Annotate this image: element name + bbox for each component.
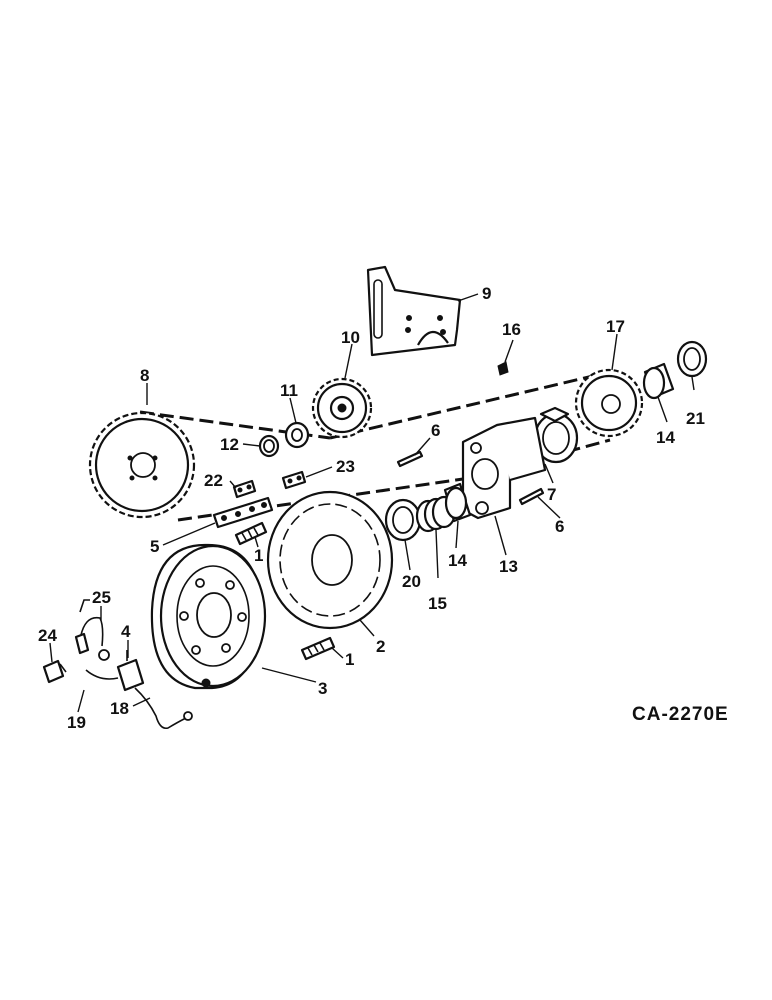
callout-8: 8	[140, 366, 149, 385]
roll-pins	[396, 450, 545, 506]
wire-leads	[74, 599, 119, 680]
callout-14-center: 14	[448, 551, 467, 570]
callout-23: 23	[336, 457, 355, 476]
callout-14-right: 14	[656, 428, 675, 447]
chain-link-23	[281, 470, 307, 490]
bearing-housing	[461, 416, 547, 520]
large-sprocket	[88, 411, 196, 519]
hub	[284, 421, 310, 449]
callout-17: 17	[606, 317, 625, 336]
callout-13: 13	[499, 557, 518, 576]
callout-12: 12	[220, 435, 239, 454]
callout-24: 24	[38, 626, 57, 645]
brake-drum	[150, 543, 267, 690]
callout-10: 10	[341, 328, 360, 347]
callout-labels: 8 9 10 11 12 16 17 6 7 22 23 5 1 2 1 3 1…	[38, 284, 705, 732]
snap-ring	[258, 434, 280, 458]
chain-segment	[212, 496, 274, 529]
clamp-collar	[533, 406, 579, 464]
callout-6-upper: 6	[431, 421, 440, 440]
connector	[42, 659, 67, 684]
center-washer	[384, 498, 422, 542]
sensor-switch	[116, 650, 193, 730]
callout-19: 19	[67, 713, 86, 732]
callout-22: 22	[204, 471, 223, 490]
mounting-bracket	[366, 265, 462, 357]
callout-9: 9	[482, 284, 491, 303]
callout-16: 16	[502, 320, 521, 339]
bushing-center	[443, 482, 472, 523]
callout-2: 2	[376, 637, 385, 656]
leader-lines	[49, 293, 695, 713]
washer-right	[676, 340, 708, 378]
clutch-plate	[266, 490, 394, 630]
callout-20: 20	[402, 572, 421, 591]
chain-link-22	[232, 479, 257, 499]
callout-7: 7	[547, 485, 556, 504]
callout-18: 18	[110, 699, 129, 718]
stud-upper	[234, 521, 268, 546]
callout-25: 25	[92, 588, 111, 607]
callout-11: 11	[280, 381, 298, 400]
stud-lower	[300, 636, 336, 661]
callout-6-lower: 6	[555, 517, 564, 536]
callout-21: 21	[686, 409, 705, 428]
callout-3: 3	[318, 679, 327, 698]
callout-15: 15	[428, 594, 447, 613]
bushing-right	[642, 362, 675, 400]
callout-4: 4	[121, 622, 131, 641]
callout-1-upper: 1	[254, 546, 263, 565]
figure-code: CA-2270E	[632, 704, 729, 725]
small-sprocket	[311, 377, 373, 439]
callout-5: 5	[150, 537, 159, 556]
callout-1-lower: 1	[345, 650, 354, 669]
right-sprocket	[574, 368, 644, 438]
small-bolt	[497, 361, 509, 376]
